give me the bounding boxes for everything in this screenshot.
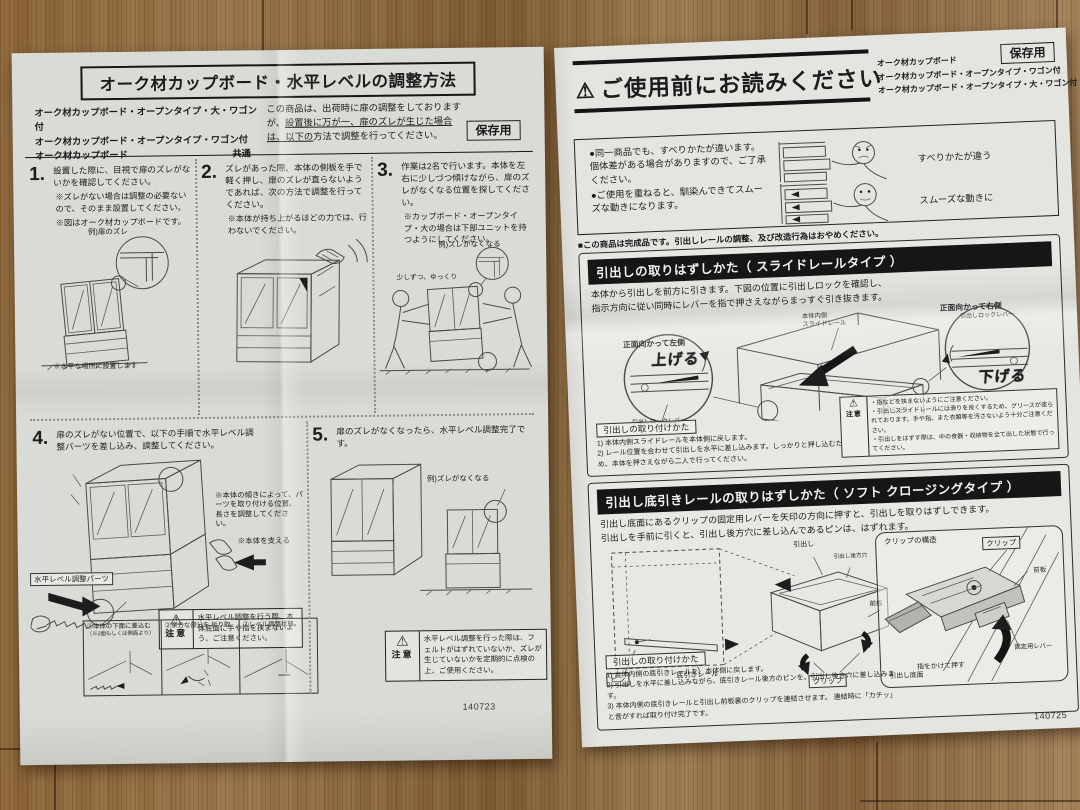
attach-title: 引出しの取り付けかた <box>605 650 706 669</box>
level-adjust-illustration: 水平レベル調整パーツ ※本体の傾きによって、パーツを取り付ける位置、長さを調整し… <box>29 450 309 633</box>
title-text: ご使用前にお読みください <box>600 65 883 103</box>
section-soft-closing: 引出し底引きレールの取りはずしかた（ ソフト クロージングタイプ ） 引出し底面… <box>587 463 1080 731</box>
front-panel-label: 前板 <box>1033 566 1047 575</box>
notice-bullet: ●ご使用を重ねると、馴染んできてスムーズな動きになります。 <box>590 183 764 215</box>
model-name: オーク材カップボード・オープンタイプ・大・ワゴン付 <box>34 105 258 133</box>
notice-label: スムーズな動きに <box>919 192 994 206</box>
step-text: 扉のズレがなくなったら、水平レベル調整完了です。 <box>336 424 526 449</box>
panel-1: ①本体の下面に差込む （※2面もしくは側面より） <box>84 620 162 695</box>
warning-icon: ⚠ 注意 <box>385 631 421 681</box>
person-drawer-figure <box>778 141 887 183</box>
warning-icon: ⚠ 注意 <box>840 396 870 457</box>
steps-row-2: 4. 扉のズレがない位置で、以下の手順で水平レベル調整パーツを差し込み、調整して… <box>28 418 548 697</box>
step-text: 設置した際に、目視で扉のズレがないかを確認してください。 <box>53 164 191 188</box>
document-number: 140723 <box>462 701 496 712</box>
step-note: ※本体の傾きによって、パーツを取り付ける位置、長さを調整してください。 <box>215 489 303 528</box>
page-title: オーク材カップボード・水平レベルの調整方法 <box>80 61 476 101</box>
section-slide-rail: 引出しの取りはずしかた（ スライドレールタイプ ） 本体から引出しを前方に引きま… <box>578 233 1069 478</box>
floor-seam <box>806 0 808 34</box>
callout-label: 例)扉のズレ <box>87 226 128 236</box>
drawer-label: 引出し <box>793 540 815 549</box>
step-text: 扉のズレがない位置で、以下の手順で水平レベル調整パーツを差し込み、調整してくださ… <box>56 427 254 452</box>
caution-word: 注意 <box>845 411 863 419</box>
step-4: 4. 扉のズレがない位置で、以下の手順で水平レベル調整パーツを差し込み、調整して… <box>28 422 319 697</box>
panel-drawing <box>166 647 231 687</box>
steps-row-1: 1. 設置した際に、目視で扉のズレがないかを確認してください。 ※ズレがない場合… <box>25 154 537 417</box>
panel-subcaption: （※2面もしくは側面より） <box>86 630 155 638</box>
save-badge: 保存用 <box>1000 41 1055 65</box>
lever-label: 固定用レバー <box>1014 642 1053 652</box>
panel-2: ②余分な部分を 折り取る。 <box>160 619 240 695</box>
panel-caption: ③レベル調整状態。 <box>242 620 301 629</box>
rail-label: 本体内側 スライドレール <box>802 311 847 328</box>
clip-drawing <box>884 527 1059 683</box>
person-drawer-figure <box>780 183 889 225</box>
floor-seam <box>851 0 853 30</box>
warning-triangle-icon: ⚠ <box>395 632 409 649</box>
step-3: 3. 作業は2名で行います。本体を左右に少しづつ傾けながら、扉のズレがなくなる位… <box>370 154 537 413</box>
step-2: 2. ズレがあった際、本体の側板を手で軽く押し、扉のズレが直らないようであれば、… <box>194 156 375 416</box>
hint-label: 少しずつ、ゆっくり <box>396 273 458 282</box>
save-badge: 保存用 <box>466 120 521 141</box>
caution-word: 注意 <box>391 649 414 660</box>
step-number: 5. <box>312 424 329 446</box>
step-note: ※本体が持ち上がるほどの力では、行わないでください。 <box>227 213 367 236</box>
cabinet-front-illustration: 例)扉のズレ <box>26 226 198 372</box>
clip-label: クリップ <box>981 535 1021 551</box>
clip-structure-inset: クリップの構造 クリップ 前板 指をかけて押す 固定用レバー 引出し底面 <box>874 524 1069 689</box>
part-label: 水平レベル調整パーツ <box>30 572 114 587</box>
step-1: 1. 設置した際に、目視で扉のズレがないかを確認してください。 ※ズレがない場合… <box>25 159 198 417</box>
people-drawing <box>379 246 532 375</box>
notice-box: ●同一商品でも、すべりかたが違います。個体差がある場合がありますので、ご了承くだ… <box>573 119 1060 236</box>
attach-title: 引出しの取り付けかた <box>596 419 697 438</box>
step-text: ズレがあった際、本体の側板を手で軽く押し、扉のズレが直らないようであれば、次の方… <box>225 161 363 210</box>
callout-label: 例)ズレがなくなる <box>437 238 501 249</box>
step-5: 5. 扉のズレがなくなったら、水平レベル調整完了です。 例)ズレがなくなる <box>306 418 548 694</box>
two-person-tilt-illustration: 例)ズレがなくなる 少しずつ、ゆっくり <box>374 239 536 375</box>
step-number: 2. <box>201 161 218 183</box>
floor-seam <box>876 742 878 810</box>
completed-cabinets-illustration: 例)ズレがなくなる <box>309 447 539 608</box>
step-text: 作業は2名で行います。本体を左右に少しづつ傾けながら、扉のズレがなくなる位置を探… <box>401 160 530 208</box>
caption: ※水平な場所に設置します <box>53 362 138 371</box>
panel-caption: ②余分な部分を 折り取る。 <box>164 621 231 638</box>
floor-seam <box>54 748 56 810</box>
action-label-up: 上げる <box>650 350 701 370</box>
document-number: 140725 <box>1033 709 1068 722</box>
attach-instructions: 引出しの取り付けかた 1) 本体内側の底引きレールを、本体側に戻します。 2) … <box>605 640 904 723</box>
step-note: ※ズレがない場合は調整の必要ないので、そのまま設置してください。 <box>55 191 187 214</box>
floor-seam <box>262 0 264 52</box>
insert-part-panels: ①本体の下面に差込む （※2面もしくは側面より） ②余分な部分を 折り取る。 <box>82 617 319 697</box>
right-instruction-sheet: ⚠ご使用前にお読みください オーク材カップボード オーク材カップボード・オープン… <box>554 27 1080 748</box>
notice-bullet: ●同一商品でも、すべりかたが違います。個体差がある場合がありますので、ご了承くだ… <box>589 141 767 186</box>
panel-drawing <box>244 648 309 678</box>
step-number: 3. <box>376 159 394 181</box>
cabinet-drawing <box>41 235 169 370</box>
floor-seam <box>860 800 1080 802</box>
panel-drawing <box>88 650 153 690</box>
step-note: ※本体を支える <box>237 535 290 546</box>
intro-part: 方法で調整を行ってください。 <box>313 129 443 142</box>
cabinet-drawing <box>236 238 368 364</box>
rear-hole-label: 引出し後方穴 <box>833 552 868 561</box>
panel-3: ③レベル調整状態。 <box>238 618 318 694</box>
step-number: 4. <box>32 427 49 450</box>
caution-text: ・指などを挟まないようにご注意ください。 ・引出しスライドレールには滑りを良くす… <box>867 389 1058 455</box>
action-label-down: 下げる <box>977 367 1027 387</box>
cabinet-drawing <box>330 463 533 596</box>
caution-text: 水平レベル調整を行った際は、フェルトがはずれていないか、ズレが生じていないかを定… <box>423 632 542 676</box>
left-instruction-sheet: オーク材カップボード・水平レベルの調整方法 オーク材カップボード・オープンタイプ… <box>11 46 553 766</box>
attach-instructions: 引出しの取り付けかた 1) 本体内側スライドレールを本体側に戻します。 2) レ… <box>596 410 850 471</box>
caution-box: ⚠ 注意 ・指などを挟まないようにご注意ください。 ・引出しスライドレールには滑… <box>839 388 1060 458</box>
model-name: オーク材カップボード・オープンタイプ・ワゴン付 <box>34 134 249 147</box>
notice-label: すべりかたが違う <box>917 150 992 164</box>
caution-box: ⚠ 注意 水平レベル調整を行った際は、フェルトがはずれていないか、ズレが生じてい… <box>384 628 548 682</box>
callout-label: 例)ズレがなくなる <box>426 473 490 484</box>
warning-triangle-icon: ⚠ <box>575 79 597 104</box>
cabinet-push-illustration <box>198 235 374 373</box>
step-number: 1. <box>29 163 46 186</box>
